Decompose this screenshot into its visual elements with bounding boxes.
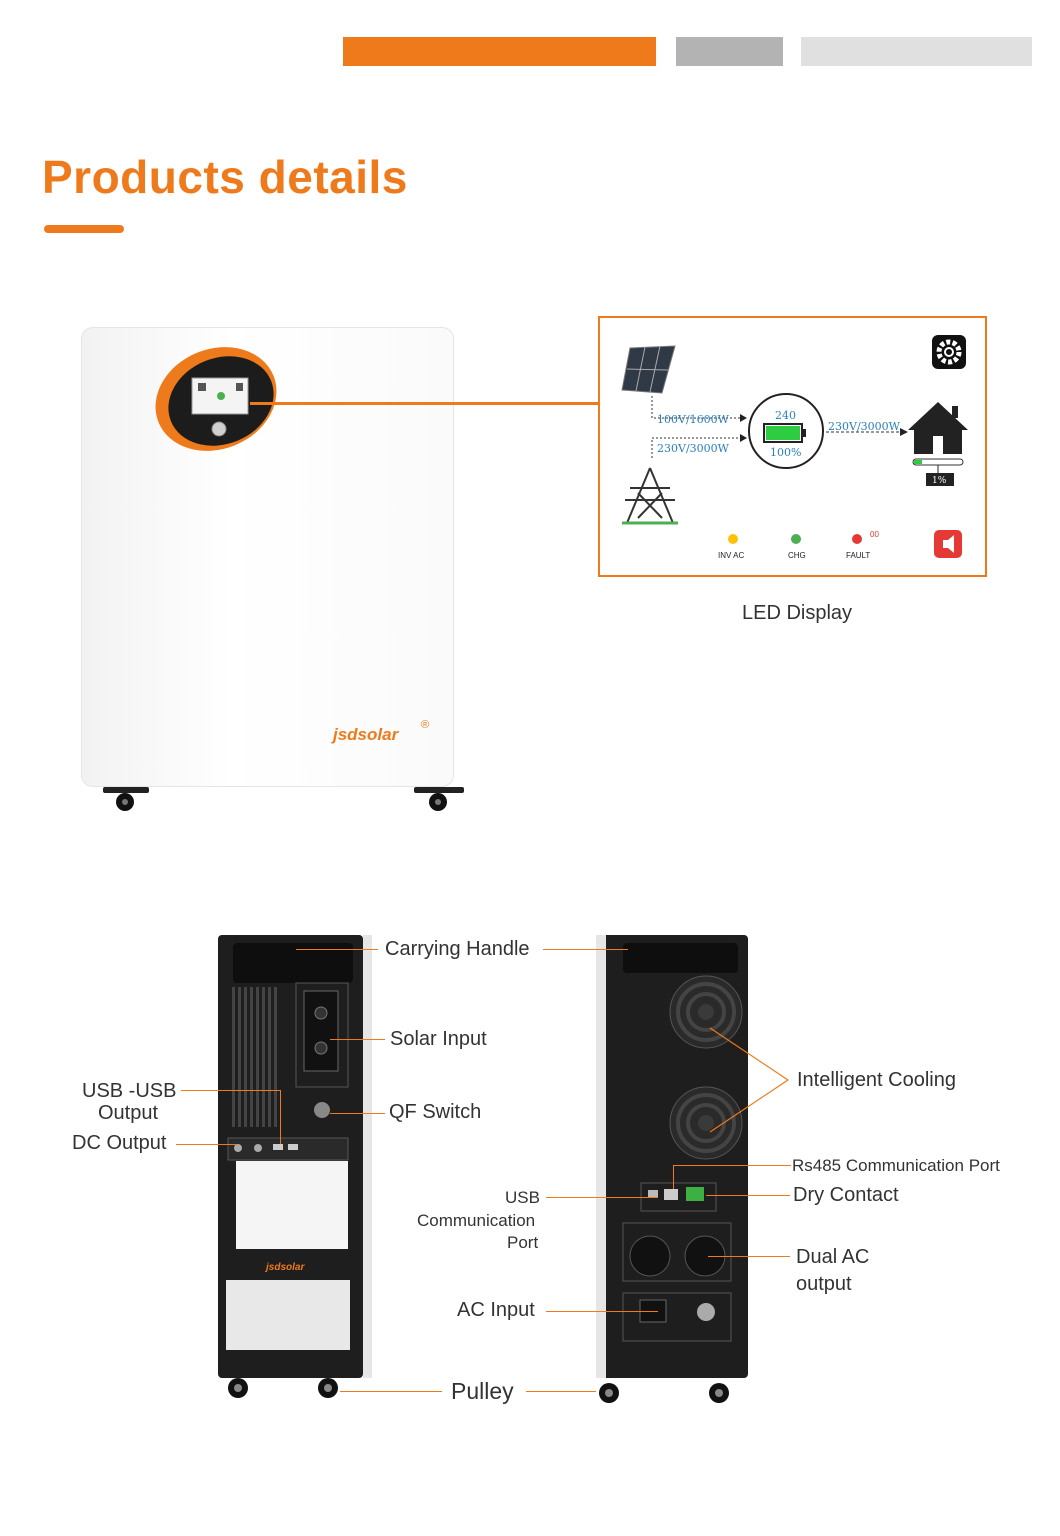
leader-usb-output-vertical [280, 1090, 281, 1144]
leader-carrying-handle-right [543, 949, 628, 950]
leader-rs485-h [673, 1165, 791, 1166]
battery-percent: 100% [770, 446, 801, 459]
led-display-panel: 100V/1600W 230V/3000W 230V/3000W 240 100… [598, 316, 987, 577]
solar-panel-icon [621, 345, 676, 394]
leader-rs485-v [673, 1165, 674, 1189]
indicator-fault: FAULT [846, 551, 870, 560]
leader-carrying-handle [296, 949, 378, 950]
front-right-wheel [414, 787, 464, 811]
load-percent: 1% [932, 476, 947, 486]
inv-ac-light-icon [728, 534, 738, 544]
leader-pulley-right [526, 1391, 596, 1392]
back-unit-left: jsdsolar [218, 935, 374, 1410]
page-title: Products details [42, 151, 408, 203]
back-brand-logo: jsdsolar [266, 1262, 305, 1273]
leader-solar-input [330, 1039, 385, 1040]
fault-light-icon [852, 534, 862, 544]
indicator-inv-ac: INV AC [718, 551, 744, 560]
front-left-wheel [103, 787, 149, 811]
label-qf-switch: QF Switch [389, 1101, 482, 1123]
leader-usb-output [181, 1090, 280, 1091]
chg-light-icon [791, 534, 801, 544]
speaker-icon[interactable] [934, 530, 962, 558]
leader-dc-output [176, 1144, 236, 1145]
label-pulley: Pulley [451, 1378, 514, 1404]
leader-usb-comm [546, 1197, 658, 1198]
label-dc-output: DC Output [72, 1132, 167, 1154]
led-display-caption: LED Display [742, 602, 853, 624]
cooling-fan-bottom-icon [669, 1086, 743, 1160]
label-usb-output-line1: USB -USB [82, 1080, 177, 1102]
solar-reading: 100V/1600W [657, 413, 730, 426]
gear-icon[interactable] [932, 335, 966, 369]
house-icon [908, 402, 968, 486]
brand-logo: jsdsolar [333, 725, 399, 744]
leader-intelligent-cooling [709, 1027, 789, 1133]
label-intelligent-cooling: Intelligent Cooling [797, 1069, 956, 1091]
title-underline [44, 225, 124, 233]
battery-voltage: 240 [775, 409, 796, 422]
leader-dry-contact [706, 1195, 790, 1196]
label-dual-ac-line2: output [796, 1273, 852, 1295]
header-bar-light [801, 37, 1032, 66]
output-reading: 230V/3000W [828, 420, 901, 433]
battery-icon [763, 423, 806, 443]
label-solar-input: Solar Input [390, 1028, 487, 1050]
label-usb-comm-line1: USB [505, 1188, 540, 1207]
header-bar-grey [676, 37, 783, 66]
leader-pulley-left [340, 1391, 442, 1392]
fault-code: 00 [870, 530, 879, 539]
indicator-chg: CHG [788, 551, 806, 560]
front-unit-art [155, 347, 277, 451]
front-unit: jsdsolar ® [81, 327, 464, 811]
label-rs485: Rs485 Communication Port [792, 1156, 1000, 1175]
label-usb-output-line2: Output [98, 1102, 159, 1124]
label-ac-input: AC Input [457, 1299, 535, 1321]
label-dual-ac-line1: Dual AC [796, 1246, 870, 1268]
grid-reading: 230V/3000W [657, 442, 730, 455]
label-dry-contact: Dry Contact [793, 1184, 899, 1206]
cooling-fan-top-icon [669, 975, 743, 1049]
label-usb-comm-line3: Port [507, 1233, 539, 1252]
back-unit-right [578, 935, 753, 1410]
leader-qf-switch [330, 1113, 385, 1114]
registered-mark: ® [421, 719, 430, 731]
leader-ac-input [546, 1311, 658, 1312]
label-carrying-handle: Carrying Handle [385, 938, 530, 960]
display-leader-line [250, 402, 598, 405]
leader-dual-ac [708, 1256, 790, 1257]
header-bar-orange [343, 37, 656, 66]
pylon-icon [622, 467, 678, 525]
label-usb-comm-line2: Communication [417, 1211, 536, 1230]
